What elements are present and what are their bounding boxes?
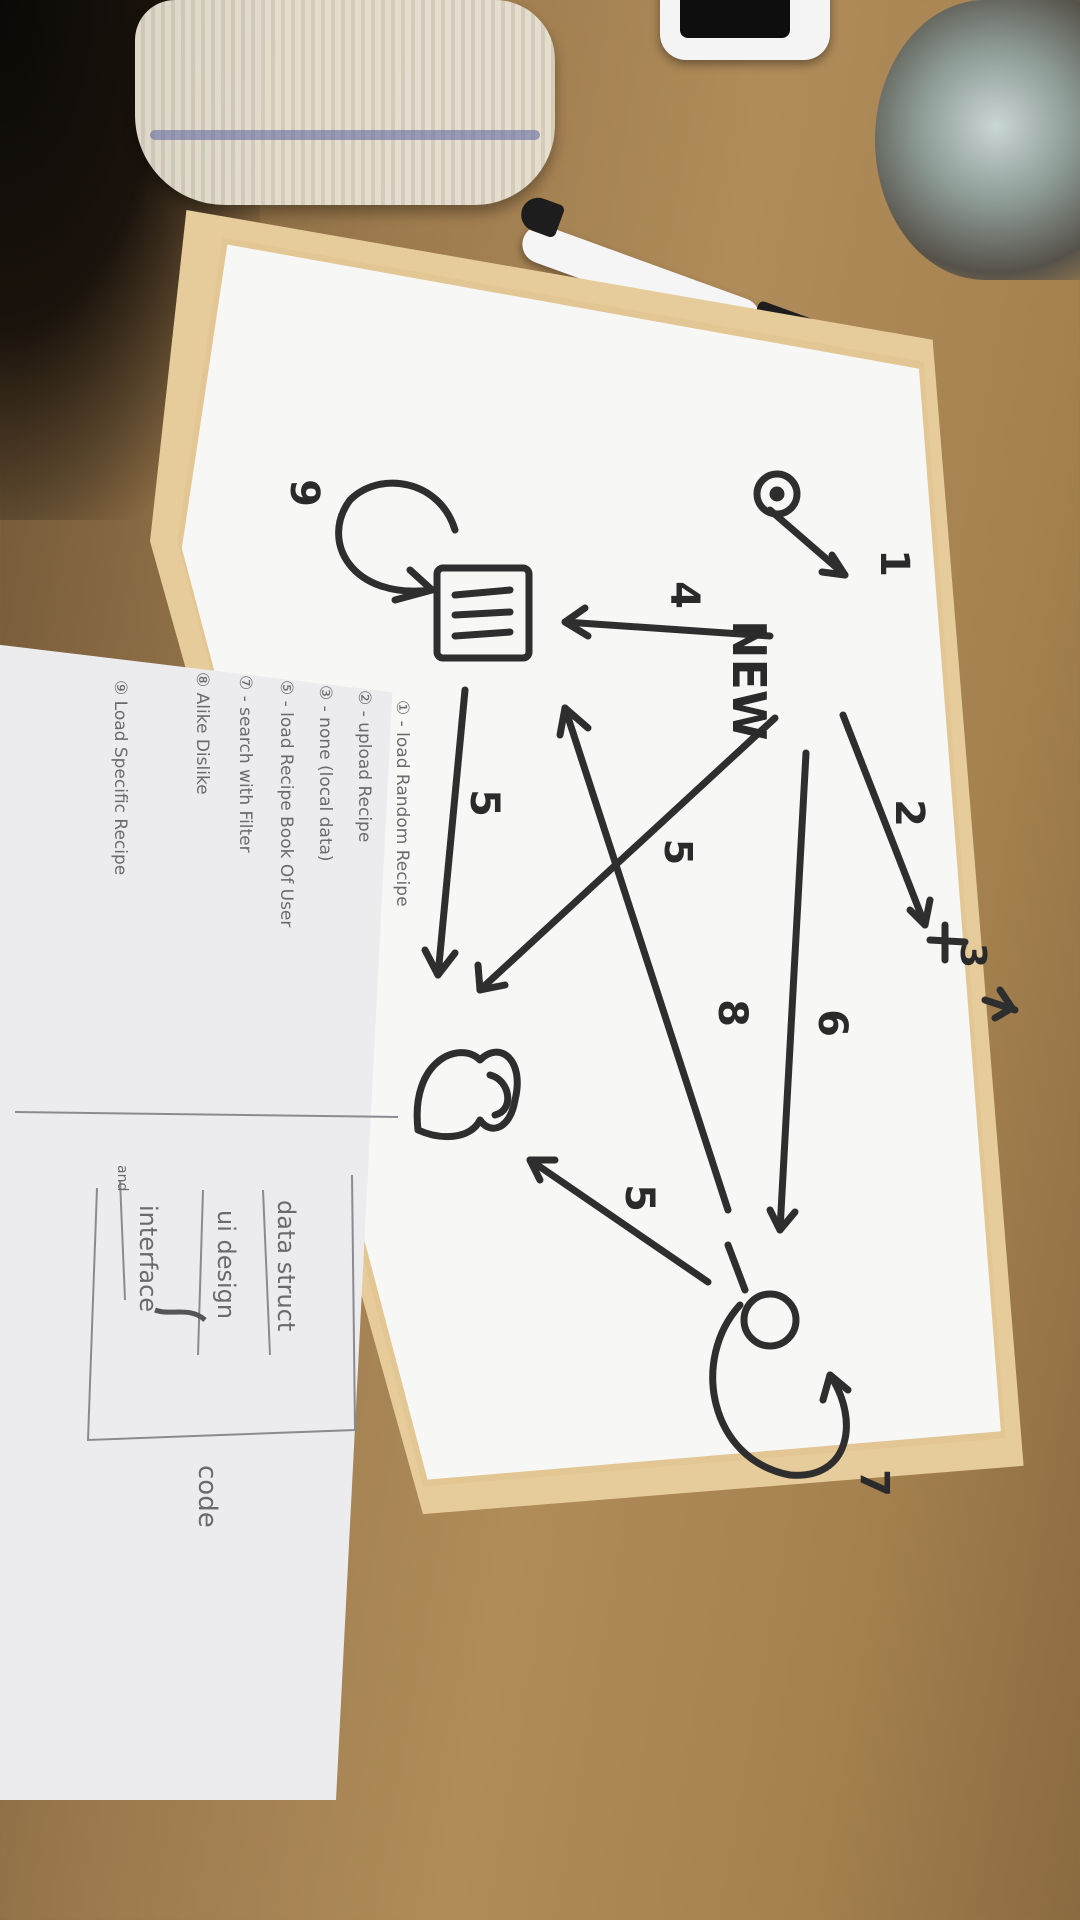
edge-3-mark bbox=[926, 921, 1019, 1022]
legend-item-3: ③ - none (local data) bbox=[315, 685, 335, 862]
glass-of-water bbox=[875, 0, 1080, 280]
legend-item-1: ① - load Random Recipe bbox=[392, 700, 412, 907]
legend-item-8: ⑧ Alike Dislike bbox=[192, 672, 212, 795]
note-box-underline-1 bbox=[262, 1189, 271, 1356]
legend-item-2: ② - upload Recipe bbox=[354, 690, 374, 843]
person-node bbox=[413, 1048, 521, 1141]
legend-item-5: ⑤ - load Recipe Book Of User bbox=[276, 680, 296, 928]
legend-item-7: ⑦ - search with Filter bbox=[235, 675, 255, 853]
task-ui-design: ui design bbox=[212, 1210, 240, 1320]
code-label: code bbox=[192, 1465, 222, 1528]
note-box-underline-2 bbox=[197, 1189, 204, 1356]
task-and-scribble: and bbox=[114, 1165, 130, 1192]
note-task-box bbox=[86, 1174, 357, 1442]
edge-7-self-loop bbox=[709, 1301, 852, 1479]
towel bbox=[135, 0, 555, 205]
edge-9-self-loop bbox=[335, 479, 459, 604]
task-data-struct: data struct bbox=[272, 1200, 300, 1332]
edge-4-arrow bbox=[561, 604, 774, 640]
edge-1-arrow bbox=[766, 506, 849, 579]
note-divider-line bbox=[14, 1111, 399, 1118]
edge-8-arrow bbox=[556, 704, 732, 1214]
edge-2-arrow bbox=[839, 711, 934, 929]
edge-5-new-to-person bbox=[474, 714, 779, 994]
edge-5-list-to-person bbox=[421, 686, 469, 979]
paper-note bbox=[0, 640, 393, 1800]
task-interface: interface bbox=[134, 1205, 162, 1313]
edge-5-search-to-person bbox=[526, 1156, 712, 1286]
edge-6-arrow bbox=[766, 749, 810, 1234]
note-box-underline-3 bbox=[119, 1179, 126, 1301]
search-node bbox=[724, 1241, 800, 1350]
phone-screen bbox=[680, 0, 790, 38]
legend-item-9: ⑨ Load Specific Recipe bbox=[110, 680, 130, 876]
note-scribble bbox=[154, 1307, 207, 1322]
towel-stripe bbox=[150, 130, 540, 140]
list-node bbox=[433, 564, 533, 662]
